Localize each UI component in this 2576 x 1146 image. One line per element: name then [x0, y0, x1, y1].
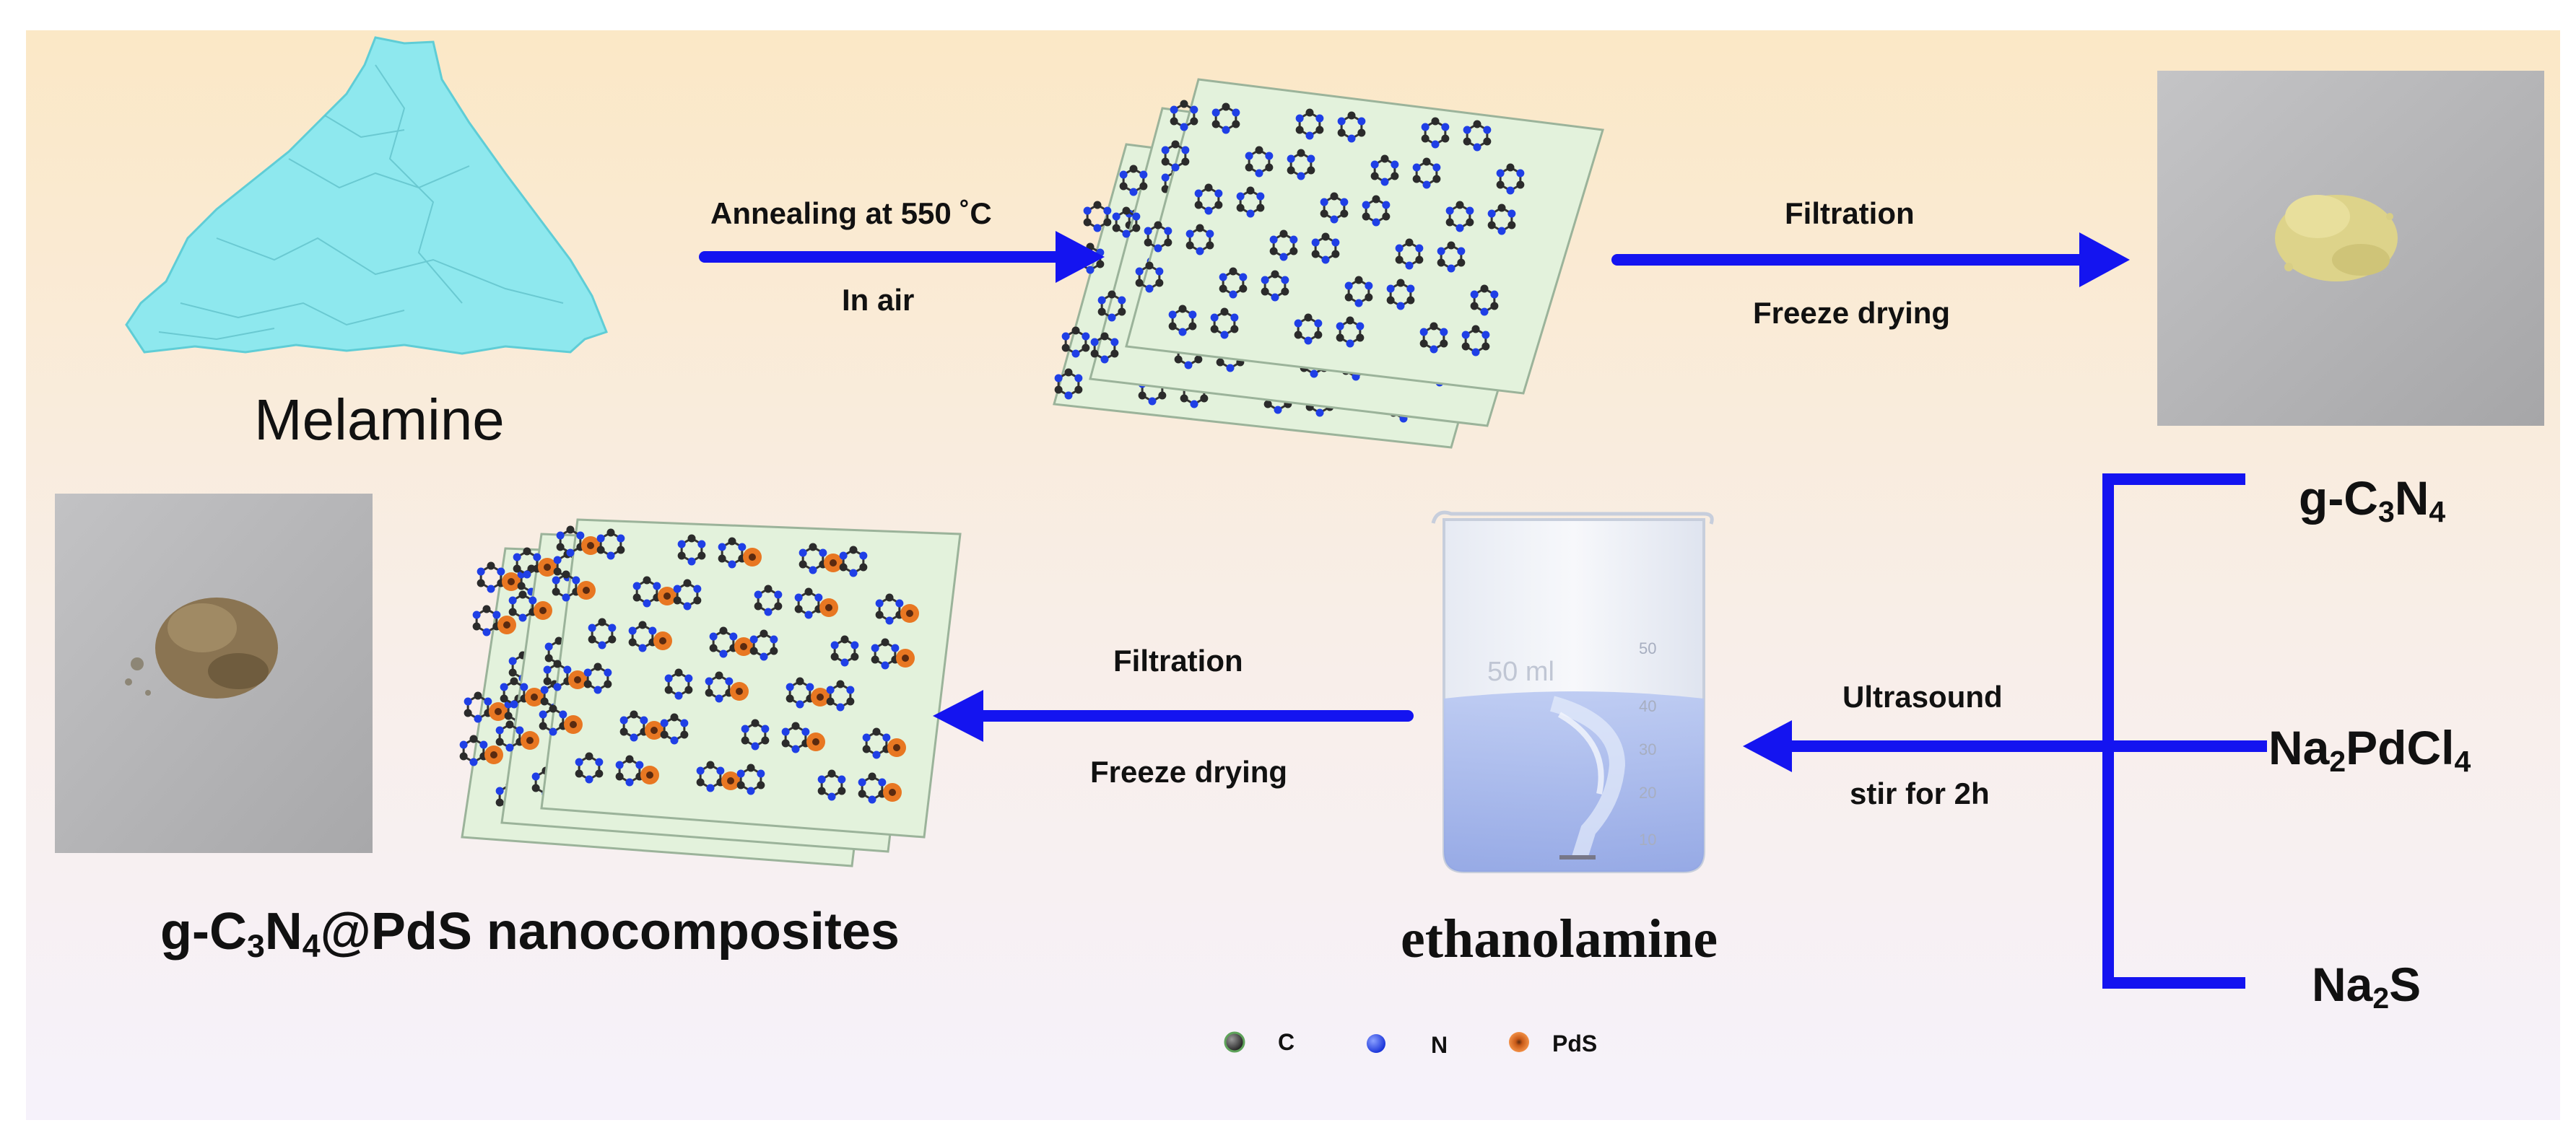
gcn-pds-nanosheets	[459, 518, 962, 867]
legend-label-c: C	[1278, 1029, 1295, 1055]
reagent-na2pdcl4: Na2PdCl4	[2268, 721, 2471, 779]
step-filtration-line2: Freeze drying	[1753, 296, 1951, 330]
product-label: g-C3N4@PdS nanocomposites	[160, 903, 900, 965]
beaker	[1431, 510, 1714, 873]
step-filtration2-line2: Freeze drying	[1090, 755, 1288, 789]
reagent-na2s: Na2S	[2312, 958, 2421, 1015]
legend-dot-n	[1367, 1034, 1385, 1053]
beaker-scale-mark: 10	[1639, 831, 1657, 849]
legend-dot-pds	[1509, 1032, 1529, 1052]
step-filtration2-line1: Filtration	[1113, 644, 1243, 678]
reagent-bracket	[2102, 473, 2267, 989]
arrows	[699, 251, 2114, 752]
composite-powder-photo	[55, 494, 373, 853]
beaker-volume-label: 50 ml	[1487, 657, 1554, 687]
beaker-scale-mark: 30	[1639, 740, 1657, 758]
beaker-scale-mark: 40	[1639, 697, 1657, 715]
legend-dot-c	[1224, 1031, 1245, 1053]
arrowheads	[933, 231, 2130, 772]
step-ultrasound-line2: stir for 2h	[1850, 777, 1990, 810]
melamine-label: Melamine	[254, 388, 505, 452]
legend-label-n: N	[1431, 1032, 1448, 1058]
step-filtration-line1: Filtration	[1785, 196, 1915, 230]
gcn-powder-photo	[2157, 71, 2544, 426]
step-ultrasound-line1: Ultrasound	[1842, 680, 2003, 714]
step-annealing-line2: In air	[842, 283, 915, 317]
ethanolamine-label: ethanolamine	[1401, 909, 1718, 969]
beaker-scale-mark: 50	[1639, 639, 1657, 657]
melamine-crystal	[125, 36, 608, 355]
gcn-nanosheets	[1053, 78, 1604, 449]
composite-sheet-front	[539, 518, 962, 839]
nanosheet-front	[1125, 78, 1604, 395]
beaker-scale-mark: 20	[1639, 784, 1657, 802]
step-annealing-line1: Annealing at 550 ˚C	[710, 196, 992, 230]
legend-label-pds: PdS	[1552, 1031, 1598, 1057]
reagent-gcn: g-C3N4	[2299, 471, 2446, 529]
